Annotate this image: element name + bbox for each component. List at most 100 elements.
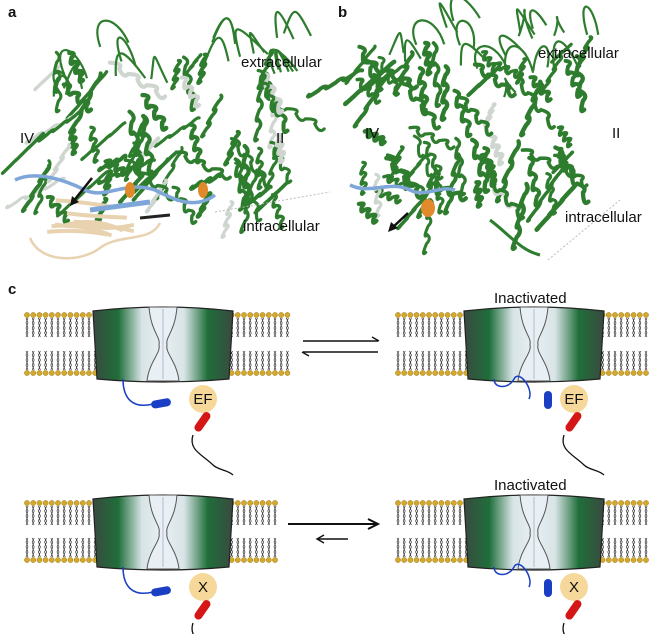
wheat-loop [28,222,162,260]
lipid-head [630,500,637,506]
lipid-head [630,557,637,563]
lipid-tail [402,505,406,526]
lipid-head [61,500,67,506]
lipid-tail [433,317,437,338]
loop-ribbon [473,45,508,69]
helix-ribbon [534,182,579,232]
helix-ribbon [519,79,544,138]
helix-ribbon [253,180,289,215]
lipid-tail [25,537,29,558]
lipid-tail [446,505,449,526]
lipid-tail [619,350,623,371]
lipid-tail [248,317,252,338]
lipid-head [234,312,241,318]
lipid-tail [56,350,60,371]
lipid-head [259,557,266,563]
lipid-head [612,557,618,563]
lipid-tail [31,317,35,338]
lipid-tail [25,505,29,526]
lipid-tail [279,350,283,371]
lipid-tail [87,317,91,338]
helix-ribbon [37,109,84,143]
wheat-helix [66,211,127,220]
helix-ribbon [520,148,577,179]
helix-ribbon [45,194,71,225]
loop-ribbon [503,45,535,74]
lipid-tail [638,537,642,558]
lipid-head [401,500,408,506]
lipid-tail [75,350,78,371]
lipid-tail [255,350,258,371]
equilibrium-arrows-bottom [288,518,381,544]
lipid-head [637,370,643,376]
lipid-tail [644,317,648,338]
lipid-tail [644,317,648,338]
lipid-tail [261,317,264,338]
lipid-head [612,500,618,506]
helix-ribbon [5,176,66,210]
lipid-head [606,557,612,563]
lipid-tail [619,505,623,526]
lipid-tail [619,317,623,338]
helix-ribbon [428,181,469,203]
c-terminal-tail [562,622,566,634]
lipid-head [419,370,426,376]
lipid-head [247,557,253,563]
lipid-head [618,557,625,563]
lipid-tail [440,505,443,526]
lipid-head [630,370,637,376]
lipid-tail [619,537,623,558]
lipid-head [413,500,420,506]
lipid-head [36,500,43,506]
lipid-tail [427,537,431,558]
lipid-tail [87,317,91,338]
channel-top-left: EF [92,306,234,476]
lipid-tail [619,537,623,558]
orange-helix [198,182,208,198]
pointer-arrow-head-a [70,196,79,206]
lipid-tail [440,350,443,371]
lipid-head [438,312,445,318]
helix-ribbon [200,93,224,139]
helix-ribbon [454,136,467,197]
wheat-helix [62,220,124,233]
lipid-tail [409,537,412,558]
lipid-head [457,370,463,376]
lipid-tail [248,350,252,371]
lipid-head [49,557,55,563]
helix-ribbon [527,155,542,208]
lipid-head [643,312,649,318]
lipid-tail [279,317,283,338]
loop-ribbon [529,9,548,30]
lipid-head [42,370,49,376]
lipid-head [73,312,80,318]
lipid-head [612,312,618,318]
lipid-head [86,557,92,563]
lipid-head [438,500,445,506]
loop-ribbon [150,55,169,84]
lipid-tail [62,317,66,338]
lipid-tail [446,350,449,371]
blue-helix [544,579,552,597]
lipid-head [49,370,55,376]
lipid-tail [446,317,449,338]
helix-ribbon [483,102,497,128]
lipid-head [247,500,253,506]
loop-ribbon [438,2,459,34]
domain-label: EF [193,391,212,408]
lipid-head [30,500,37,506]
lipid-tail [38,317,41,338]
lipid-head [444,370,451,376]
domain-ii-label-b: II [612,125,620,142]
lipid-head [234,557,241,563]
lipid-tail [601,350,604,371]
lipid-tail [607,317,611,338]
helix-ribbon [46,142,72,184]
lipid-tail [607,350,611,371]
lipid-tail [440,505,443,526]
lipid-tail [626,537,629,558]
lipid-head [86,312,92,318]
lipid-tail [56,537,60,558]
helix-ribbon [153,116,201,148]
helix-ribbon [458,95,494,137]
